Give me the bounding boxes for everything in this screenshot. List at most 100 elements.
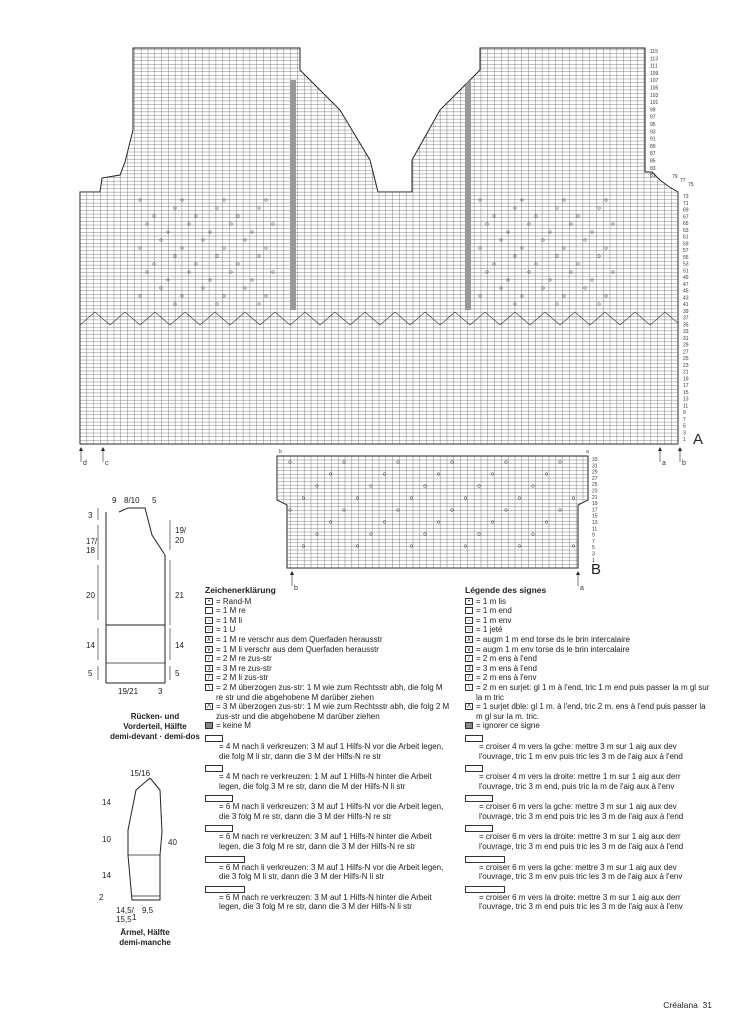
- dimension-label: 18: [86, 546, 95, 555]
- legend-item: 3= 3 m ens à l'end: [465, 664, 713, 674]
- marker-label: b: [279, 449, 282, 455]
- row-number: 95: [650, 122, 656, 128]
- row-number: 61: [683, 235, 689, 241]
- legend-de-title: Zeichenerklärung: [205, 585, 276, 595]
- row-number: 57: [683, 248, 689, 254]
- legend-symbol-icon: •: [205, 597, 213, 605]
- row-number: 49: [683, 275, 689, 281]
- legend-cable-item: = 6 M nach re verkreuzen: 3 M auf 1 Hilf…: [205, 824, 450, 851]
- row-number: 29: [592, 470, 598, 476]
- row-number: 55: [683, 255, 689, 261]
- row-number: 43: [683, 295, 689, 301]
- dimension-label: 15/16: [130, 769, 151, 778]
- legend-item: ○= 1 jeté: [465, 625, 713, 635]
- dimension-label: 14: [102, 871, 111, 880]
- legend-symbol-icon: ○: [465, 626, 473, 634]
- marker-arrow: [101, 447, 105, 451]
- legend-text: = croiser 6 m vers la gche: mettre 3 m s…: [479, 802, 684, 821]
- legend-symbol-icon: /: [205, 655, 213, 663]
- legend-cable-item: = 6 M nach li verkreuzen: 3 M auf 1 Hilf…: [205, 794, 450, 821]
- row-number: 71: [683, 201, 689, 207]
- legend-text: = croiser 6 m vers la droite: mettre 3 m…: [479, 832, 684, 852]
- row-number: 85: [650, 159, 656, 165]
- legend-item: •= Rand-M: [205, 597, 450, 607]
- cable-symbol-icon: [205, 885, 245, 893]
- cable-symbol-icon: [465, 734, 483, 742]
- row-number: 15: [683, 390, 689, 396]
- chart-b-grid: [277, 456, 588, 568]
- caption-line: Vorderteil, Hälfte: [123, 722, 187, 731]
- row-number: 111: [650, 64, 658, 70]
- dimension-label: 8/10: [124, 496, 140, 505]
- row-number: 1: [592, 558, 595, 564]
- row-number: 1: [683, 437, 686, 443]
- row-number: 93: [650, 129, 656, 135]
- dimension-label: 20: [86, 591, 95, 600]
- dimension-label: 21: [175, 591, 184, 600]
- legend-text: = 2 m ens à l'end: [476, 654, 537, 664]
- row-number: 9: [683, 410, 686, 416]
- page-footer: Créalana 31: [663, 1000, 712, 1010]
- dimension-label: 19/21: [118, 687, 139, 696]
- legend-text: = croiser 6 m vers la droite: mettre 3 m…: [479, 892, 683, 912]
- marker-label: b: [682, 460, 686, 467]
- row-number: 5: [592, 545, 595, 551]
- legend-text: = croiser 6 m vers la gche: mettre 3 m s…: [479, 862, 683, 882]
- row-number: 21: [592, 495, 598, 501]
- legend-text: = 4 M nach re verkreuzen: 1 M auf 1 Hilf…: [219, 772, 432, 791]
- legend-symbol-icon: ⊼: [465, 635, 473, 643]
- legend-item: /= 2 M re zus-str: [205, 654, 450, 664]
- legend-text: = keine M: [216, 721, 251, 731]
- legend-cable-item: = 4 M nach li verkreuzen: 3 M auf 1 Hilf…: [205, 734, 450, 761]
- row-number: 77: [680, 178, 686, 184]
- legend-symbol-icon: 3: [465, 664, 473, 672]
- legend-item: = 1 M re: [205, 606, 450, 616]
- legend-text: = augm 1 m env torse ds le brin intercal…: [476, 644, 630, 654]
- caption-line: Ärmel, Hälfte: [120, 928, 170, 937]
- legend-fr: Légende des signes •= 1 m lis= 1 m end−=…: [465, 585, 713, 912]
- legend-text: = 1 m lis: [476, 596, 507, 606]
- legend-symbol-icon: ○: [205, 626, 213, 634]
- legend-symbol-icon: /: [465, 655, 473, 663]
- row-number: 37: [683, 316, 689, 322]
- row-number: 65: [683, 221, 689, 227]
- legend-cable-item: = croiser 6 m vers la droite: mettre 3 m…: [465, 824, 713, 851]
- row-number: 69: [683, 208, 689, 214]
- row-number: 11: [683, 403, 688, 409]
- dimension-label: 10: [102, 835, 111, 844]
- legend-text: = 2 m en surjet: gl 1 m à l'end, tric 1 …: [476, 682, 710, 702]
- page-number: 31: [702, 1000, 712, 1010]
- dimension-label: 9: [112, 496, 117, 505]
- legend-text: = 2 M überzogen zus-str: 1 M wie zum Rec…: [216, 682, 443, 702]
- legend-symbol-icon: [465, 607, 473, 615]
- legend-item: = keine M: [205, 721, 450, 731]
- legend-item: −= 1 m env: [465, 616, 713, 626]
- legend-item: ⊽= augm 1 m env torse ds le brin interca…: [465, 645, 713, 655]
- dimension-label: 15,5: [116, 915, 132, 924]
- legend-cable-item: = 6 M nach li verkreuzen: 3 M auf 1 Hilf…: [205, 855, 450, 882]
- legend-text: = 2 M li zus-str: [216, 673, 269, 683]
- cable-symbol-icon: [205, 795, 233, 803]
- legend-text: = 1 M li: [216, 615, 243, 625]
- legend-symbol-icon: /: [465, 674, 473, 682]
- legend-cable-item: = croiser 4 m vers la gche: mettre 3 m s…: [465, 734, 713, 761]
- row-number: 59: [683, 241, 689, 247]
- legend-cable-item: = croiser 6 m vers la gche: mettre 3 m s…: [465, 794, 713, 821]
- legend-symbol-icon: Λ: [465, 703, 473, 711]
- legend-symbol-icon: Λ: [205, 703, 213, 711]
- row-number: 11: [592, 526, 597, 532]
- legend-text: = ignorer ce signe: [476, 721, 540, 731]
- dimension-label: 5: [88, 669, 93, 678]
- dimension-label: 3: [88, 511, 93, 520]
- dimension-label: 14: [175, 641, 184, 650]
- legend-item: /= 2 M li zus-str: [205, 673, 450, 683]
- legend-cable-item: = croiser 6 m vers la gche: mettre 3 m s…: [465, 855, 713, 882]
- legend-text: = 1 jeté: [476, 625, 503, 635]
- legend-item: −= 1 M li: [205, 616, 450, 626]
- chart-a-label: A: [693, 431, 703, 448]
- row-number: 63: [683, 228, 689, 234]
- row-number: 27: [592, 476, 598, 482]
- row-number: 97: [650, 115, 656, 121]
- row-number: 3: [683, 430, 686, 436]
